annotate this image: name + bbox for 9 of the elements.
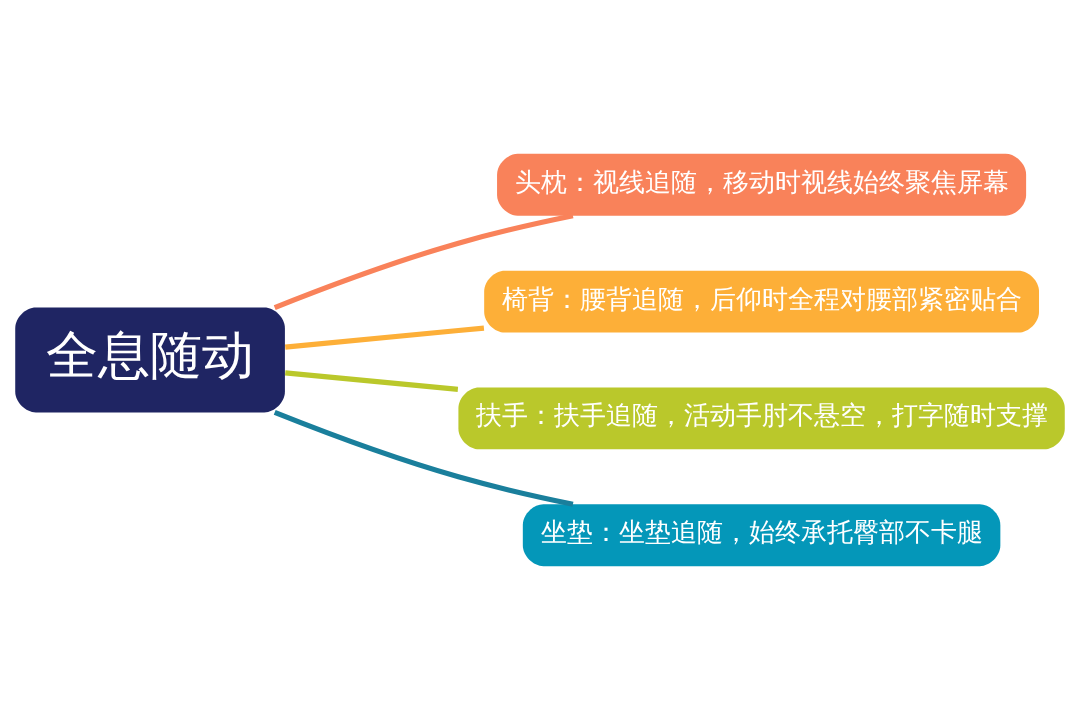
- connector: [285, 325, 485, 350]
- node-box: 头枕：视线追随，移动时视线始终聚焦屏幕: [497, 153, 1027, 216]
- connector: [273, 410, 574, 507]
- node-box: 全息随动: [15, 307, 285, 413]
- connector: [285, 370, 459, 392]
- node-box: 坐垫：坐垫追随，始终承托臀部不卡腿: [522, 504, 1001, 567]
- node-box: 椅背：腰背追随，后仰时全程对腰部紧密贴合: [484, 270, 1039, 333]
- connector: [273, 213, 574, 310]
- node-box: 扶手：扶手追随，活动手肘不悬空，打字随时支撑: [458, 387, 1065, 450]
